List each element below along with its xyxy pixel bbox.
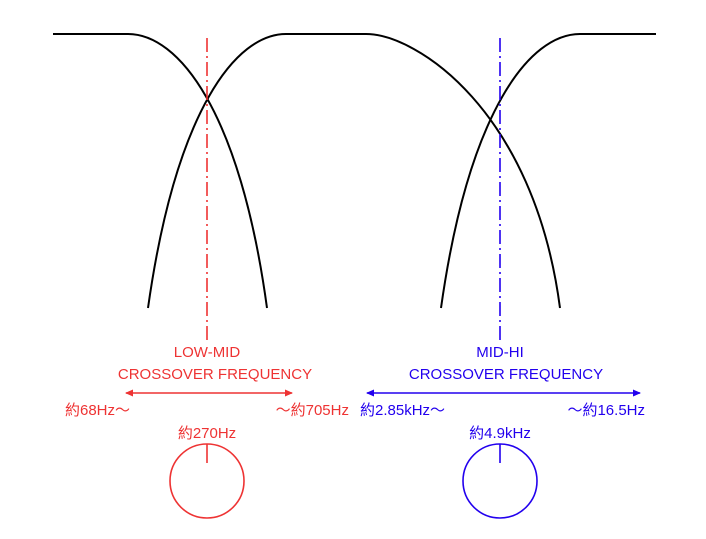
low-mid-center-value: 約270Hz [178, 425, 236, 442]
response-curves [53, 33, 656, 309]
high-band-curve [440, 33, 656, 309]
low-mid-section: LOW-MID CROSSOVER FREQUENCY 約68Hz～ ～約705… [65, 344, 349, 519]
rotary-knob-icon [169, 443, 245, 519]
mid-hi-title-line2: CROSSOVER FREQUENCY [409, 366, 603, 383]
mid-hi-section: MID-HI CROSSOVER FREQUENCY 約2.85kHz～ ～約1… [360, 344, 645, 519]
rotary-knob-icon [462, 443, 538, 519]
mid-band-curve [147, 33, 561, 309]
mid-hi-title-line1: MID-HI [476, 344, 524, 361]
low-mid-range-max: ～約705Hz [276, 402, 349, 419]
low-mid-range-min: 約68Hz～ [65, 402, 130, 419]
mid-hi-center-value: 約4.9kHz [469, 425, 531, 442]
mid-hi-range-min: 約2.85kHz～ [360, 402, 445, 419]
low-mid-title-line2: CROSSOVER FREQUENCY [118, 366, 312, 383]
mid-hi-range-max: ～約16.5Hz [567, 402, 645, 419]
low-mid-title-line1: LOW-MID [174, 344, 241, 361]
low-band-curve [53, 33, 268, 309]
